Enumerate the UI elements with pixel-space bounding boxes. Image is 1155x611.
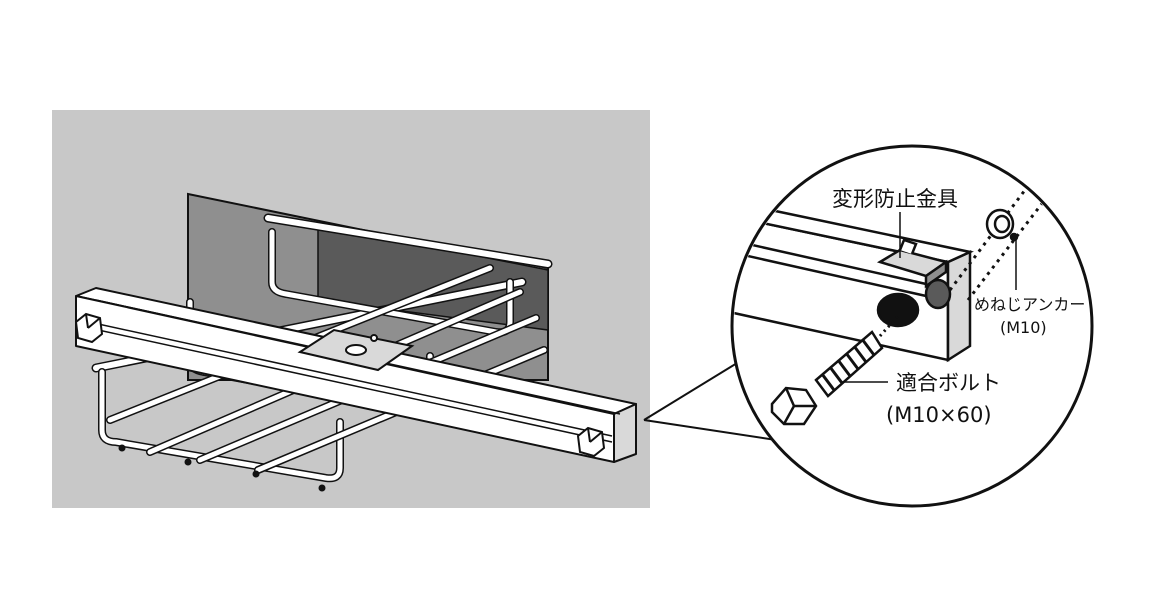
bolt-size-label: (M10×60) [886, 403, 992, 427]
fitting-bolt [770, 314, 900, 426]
label-leaders [842, 212, 1017, 383]
bolt-label: 適合ボルト [896, 371, 1001, 395]
female-anchor-size-label: (M10) [1000, 318, 1047, 337]
female-anchor-label: めねじアンカー [974, 295, 1085, 314]
deformation-bracket-label: 変形防止金具 [832, 187, 958, 211]
detail-callout: 変形防止金具 めねじアンカー (M10) 適合ボルト (M10×60) [643, 144, 1094, 508]
female-anchor [985, 208, 1019, 242]
strut-bolt-left [74, 312, 104, 344]
clamp-plate [297, 328, 415, 372]
strut-bolt-right [576, 426, 606, 458]
strut-hole [876, 278, 952, 328]
deformation-bracket [876, 238, 949, 289]
